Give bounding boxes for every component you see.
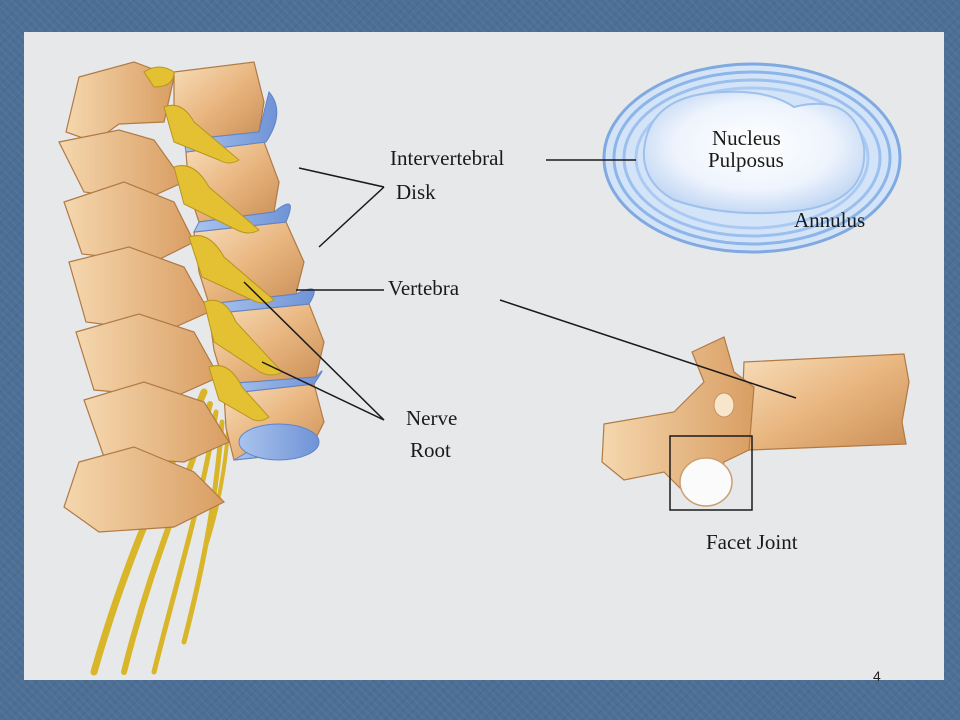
nerve-label: Nerve (406, 406, 458, 430)
leader-lines (243, 159, 797, 421)
facet-joint-box (669, 435, 753, 511)
posterior-elements (58, 61, 230, 533)
facet-joint-surface (679, 457, 733, 507)
disk-label: Disk (396, 180, 436, 204)
spine-illustration (58, 61, 325, 676)
page-number: 4 (873, 668, 881, 684)
vertebra-label: Vertebra (388, 276, 460, 300)
facet-joint-label: Facet Joint (706, 530, 798, 554)
single-vertebra (601, 336, 910, 511)
disk-cross-section (602, 62, 902, 254)
spine-anatomy-diagram (58, 61, 910, 676)
root-label: Root (410, 438, 451, 462)
exiting-nerve-roots (143, 66, 283, 422)
annulus-label: Annulus (794, 208, 866, 232)
nucleus-label: Nucleus (712, 126, 781, 150)
intervertebral-label: Intervertebral (390, 146, 505, 170)
pulposus-label: Pulposus (708, 148, 784, 172)
slide: Intervertebral Disk Nucleus Pulposus Ann… (24, 32, 944, 680)
